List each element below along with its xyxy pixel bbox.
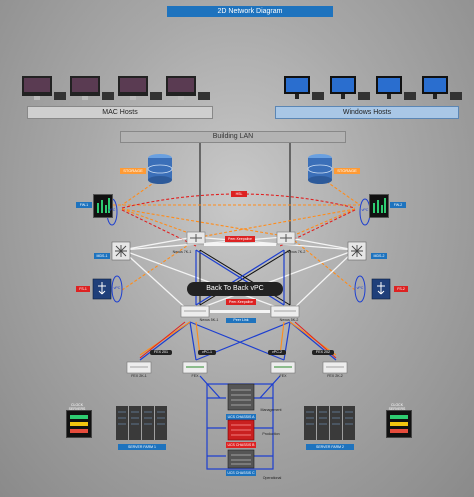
- mds-left-icon[interactable]: [110, 240, 132, 262]
- windows-monitor-icon: [422, 76, 462, 100]
- ucs-chassis-b-icon[interactable]: [226, 418, 256, 442]
- peer-keepalive-7k-tag: Peer-Keepalive: [225, 236, 255, 242]
- windows-hosts-label: Windows Hosts: [275, 106, 459, 119]
- clock-display-icon: [70, 415, 88, 433]
- nexus5k-left-switch-icon[interactable]: [180, 304, 210, 320]
- fex-2k-left-label: FEX 2K-1: [131, 374, 147, 378]
- usb-firewall-right-icon[interactable]: [371, 278, 391, 300]
- windows-monitor-icon: [376, 76, 416, 100]
- vpc2-tag: vPC-2: [268, 350, 286, 355]
- windows-hosts-group: [284, 76, 462, 100]
- fex-mid-right-label: FEX: [279, 374, 287, 378]
- fs-right-label: FS-2: [394, 286, 408, 292]
- firewall-top-right[interactable]: [369, 194, 389, 218]
- vpc1-tag: vPC-1: [198, 350, 216, 355]
- building-lan-label: Building LAN: [120, 131, 346, 143]
- clock-display-icon: [390, 415, 408, 433]
- ucs-chassis-a-icon[interactable]: [226, 382, 256, 412]
- fex-mid-left-icon[interactable]: [182, 360, 208, 376]
- imac-icon: [166, 76, 210, 100]
- imac-icon: [22, 76, 66, 100]
- firewall-chart-icon: [97, 198, 110, 213]
- fex-2k-right-label: FEX 2K-2: [327, 374, 343, 378]
- clock-left-title: CLOCK SERVERS: [68, 403, 86, 411]
- storage-left-tag: STORAGE: [120, 168, 146, 174]
- peer-link-5k: [210, 310, 270, 313]
- windows-monitor-icon: [330, 76, 370, 100]
- back-to-back-vpc-label: Back To Back vPC: [187, 282, 283, 296]
- ucs-a-side-label: Management: [260, 408, 282, 412]
- clock-server-right[interactable]: [386, 410, 412, 438]
- ucs-b-side-label: Production: [262, 432, 280, 436]
- ucs-c-side-label: Operational: [262, 476, 282, 480]
- windows-monitor-icon: [284, 76, 324, 100]
- vpc-mid-left-label: vPC: [113, 286, 121, 290]
- firewall-top-left[interactable]: [93, 194, 113, 218]
- hsl-tag: HSL: [231, 191, 247, 197]
- hsl-red-links: [121, 193, 356, 247]
- nexus7k-right-switch-icon[interactable]: [276, 229, 296, 247]
- fex-mid-right-icon[interactable]: [270, 360, 296, 376]
- fex-2k-left-icon[interactable]: [126, 360, 152, 376]
- server-farm-right-icon[interactable]: [302, 402, 358, 442]
- mds-right-icon[interactable]: [346, 240, 368, 262]
- fex-2k-right-icon[interactable]: [322, 360, 348, 376]
- nexus7k-left-switch-icon[interactable]: [186, 229, 206, 247]
- peer-keepalive-5k-tag: Peer-Keepalive: [226, 299, 256, 305]
- nexus5k-right-label: Nexus 5K-2: [279, 318, 299, 322]
- imac-icon: [70, 76, 114, 100]
- nexus7k-right-label: Nexus 7K-2: [286, 250, 306, 254]
- nexus5k-left-label: Nexus 5K-1: [199, 318, 219, 322]
- clock-server-left[interactable]: [66, 410, 92, 438]
- nexus5k-right-switch-icon[interactable]: [270, 304, 300, 320]
- ucs-a-spacer: [226, 414, 256, 415]
- server-farm-left-icon[interactable]: [114, 402, 170, 442]
- vpc-top-right-label: vPC: [361, 208, 369, 212]
- ucs-a-label: UCS CHASSIS A: [226, 414, 256, 420]
- diagram-title: 2D Network Diagram: [167, 6, 333, 17]
- fex-201-tag: FEX 201: [150, 350, 172, 355]
- mac-hosts-group: [22, 76, 210, 100]
- vpc-peer-link-tag: Peer Link: [226, 318, 256, 323]
- core-black-links: [199, 249, 291, 306]
- fw-top-right-label: FW-2: [390, 202, 406, 208]
- vpc-mid-right-label: vPC: [356, 286, 364, 290]
- ucs-chassis-c-icon[interactable]: [226, 448, 256, 470]
- clock-right-title: CLOCK SERVERS: [388, 403, 406, 411]
- mac-hosts-label: MAC Hosts: [27, 106, 213, 119]
- ucs-c-label: UCS CHASSIS C: [226, 470, 256, 476]
- peer-link-7k: [204, 243, 276, 246]
- mds-left-label: MDS-1: [94, 253, 110, 259]
- imac-icon: [118, 76, 162, 100]
- storage-right-tag: STORAGE: [334, 168, 360, 174]
- mds-right-label: MDS-2: [371, 253, 387, 259]
- vpc-top-left-label: vPC: [108, 208, 116, 212]
- storage-left-icon: [147, 154, 173, 184]
- firewall-orange-links: [108, 169, 361, 291]
- fex-mid-left-label: FEX: [191, 374, 199, 378]
- firewall-chart-icon: [373, 198, 386, 213]
- ucs-b-label: UCS CHASSIS B: [226, 442, 256, 448]
- storage-right-icon: [307, 154, 333, 184]
- fs-left-label: FS-1: [76, 286, 90, 292]
- fw-top-left-label: FW-1: [76, 202, 92, 208]
- server-farm-right-label: SERVER FARM 2: [306, 444, 354, 450]
- nexus7k-left-label: Nexus 7K-1: [172, 250, 192, 254]
- fex-202-tag: FEX 202: [312, 350, 334, 355]
- usb-firewall-left-icon[interactable]: [92, 278, 112, 300]
- server-farm-left-label: SERVER FARM 1: [118, 444, 166, 450]
